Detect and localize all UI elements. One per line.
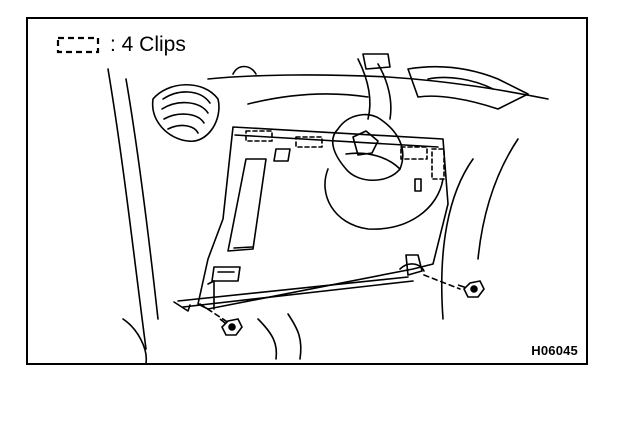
dashboard-lower-panel-illustration xyxy=(107,53,549,363)
knee-area-curve xyxy=(324,168,444,230)
pillar-line xyxy=(107,68,147,350)
steering-column xyxy=(357,58,371,120)
panel-opening xyxy=(227,158,267,252)
dash-duct xyxy=(407,65,529,110)
clip-3-icon xyxy=(400,146,428,160)
console-curve xyxy=(440,158,474,320)
panel-bottom-edge xyxy=(177,276,409,302)
clip-markers xyxy=(245,130,445,180)
clip-1-icon xyxy=(245,130,273,142)
screw-right-icon xyxy=(457,280,485,298)
clip-4-icon xyxy=(431,148,445,180)
column-cover xyxy=(331,113,404,181)
diagram-frame: : 4 Clips H06045 xyxy=(26,17,588,365)
figure-code: H06045 xyxy=(531,343,578,358)
legend: : 4 Clips xyxy=(56,33,186,57)
clip-2-icon xyxy=(295,136,323,148)
pillar-inner-line xyxy=(125,78,159,320)
screw-left-icon xyxy=(219,318,243,336)
dash-top-edge xyxy=(207,74,549,100)
right-bracket xyxy=(405,254,423,276)
leader-line-right xyxy=(423,274,461,290)
legend-label: : 4 Clips xyxy=(110,33,186,56)
air-vent-icon xyxy=(151,83,220,142)
dashed-rectangle-clip-icon xyxy=(56,36,100,54)
lower-panel-outline xyxy=(197,126,449,310)
lower-bracket xyxy=(211,266,241,282)
